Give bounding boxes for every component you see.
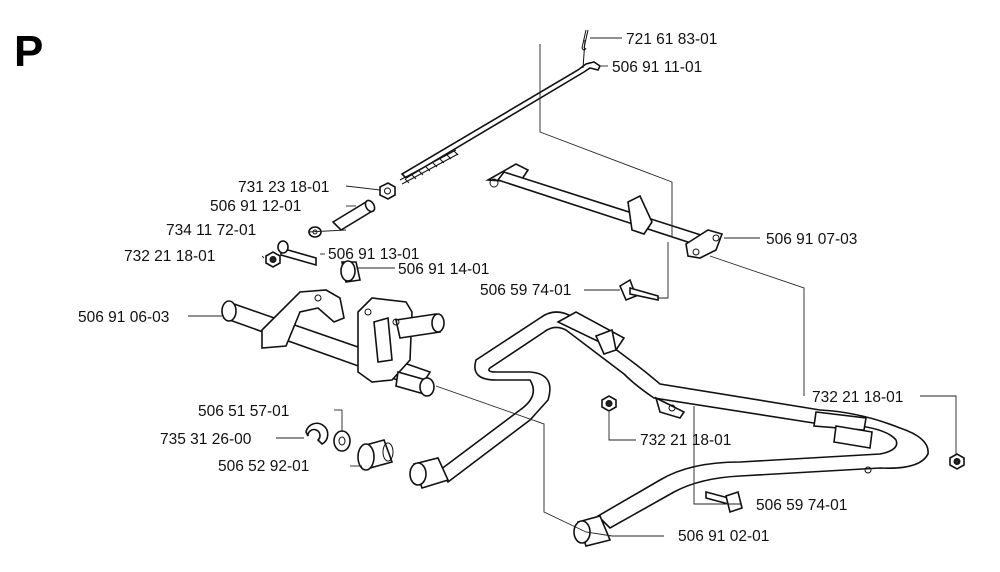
lock-nut-left bbox=[265, 251, 281, 268]
main-tube-frame bbox=[438, 311, 929, 529]
lift-rod bbox=[399, 39, 602, 185]
bolt-lower bbox=[705, 490, 743, 514]
bolt-upper bbox=[618, 278, 659, 302]
spacer-tube bbox=[331, 199, 376, 232]
flanged-bushing bbox=[357, 439, 394, 471]
bushing-front bbox=[409, 457, 450, 489]
part-label: 506 59 74-01 bbox=[756, 497, 847, 514]
pin bbox=[277, 240, 317, 267]
part-label: 732 21 18-01 bbox=[812, 389, 903, 406]
hex-nut bbox=[379, 182, 396, 200]
part-label: 506 91 13-01 bbox=[328, 246, 419, 263]
pivot-shaft-assembly bbox=[221, 289, 445, 397]
part-label: 731 23 18-01 bbox=[238, 179, 329, 196]
part-label: 506 91 14-01 bbox=[398, 261, 489, 278]
part-label: 506 52 92-01 bbox=[218, 458, 309, 475]
part-label: 721 61 83-01 bbox=[626, 31, 717, 48]
lock-nut-right bbox=[949, 453, 965, 470]
circlip bbox=[305, 422, 329, 445]
washer-small bbox=[333, 430, 351, 452]
lock-nut-mid bbox=[601, 395, 617, 412]
leader-lines bbox=[188, 37, 957, 537]
part-label: 506 59 74-01 bbox=[480, 282, 571, 299]
part-label: 506 91 06-03 bbox=[78, 309, 169, 326]
part-label: 506 51 57-01 bbox=[198, 403, 289, 420]
lift-arm-shaft bbox=[485, 163, 724, 259]
part-label: 506 91 12-01 bbox=[210, 198, 301, 215]
cotter-pin bbox=[581, 29, 589, 51]
part-label: 732 21 18-01 bbox=[640, 432, 731, 449]
bushing-rear bbox=[573, 515, 612, 547]
part-label: 506 91 07-03 bbox=[766, 231, 857, 248]
part-label: 506 91 11-01 bbox=[612, 59, 702, 76]
part-label: 734 11 72-01 bbox=[166, 222, 256, 239]
part-label: 506 91 02-01 bbox=[678, 528, 769, 545]
part-labels: 721 61 83-01 506 91 11-01 731 23 18-01 5… bbox=[78, 31, 903, 545]
sheet-letter: P bbox=[14, 27, 44, 76]
bushing-small bbox=[340, 260, 361, 283]
part-label: 732 21 18-01 bbox=[124, 248, 215, 265]
part-label: 735 31 26-00 bbox=[160, 431, 252, 448]
